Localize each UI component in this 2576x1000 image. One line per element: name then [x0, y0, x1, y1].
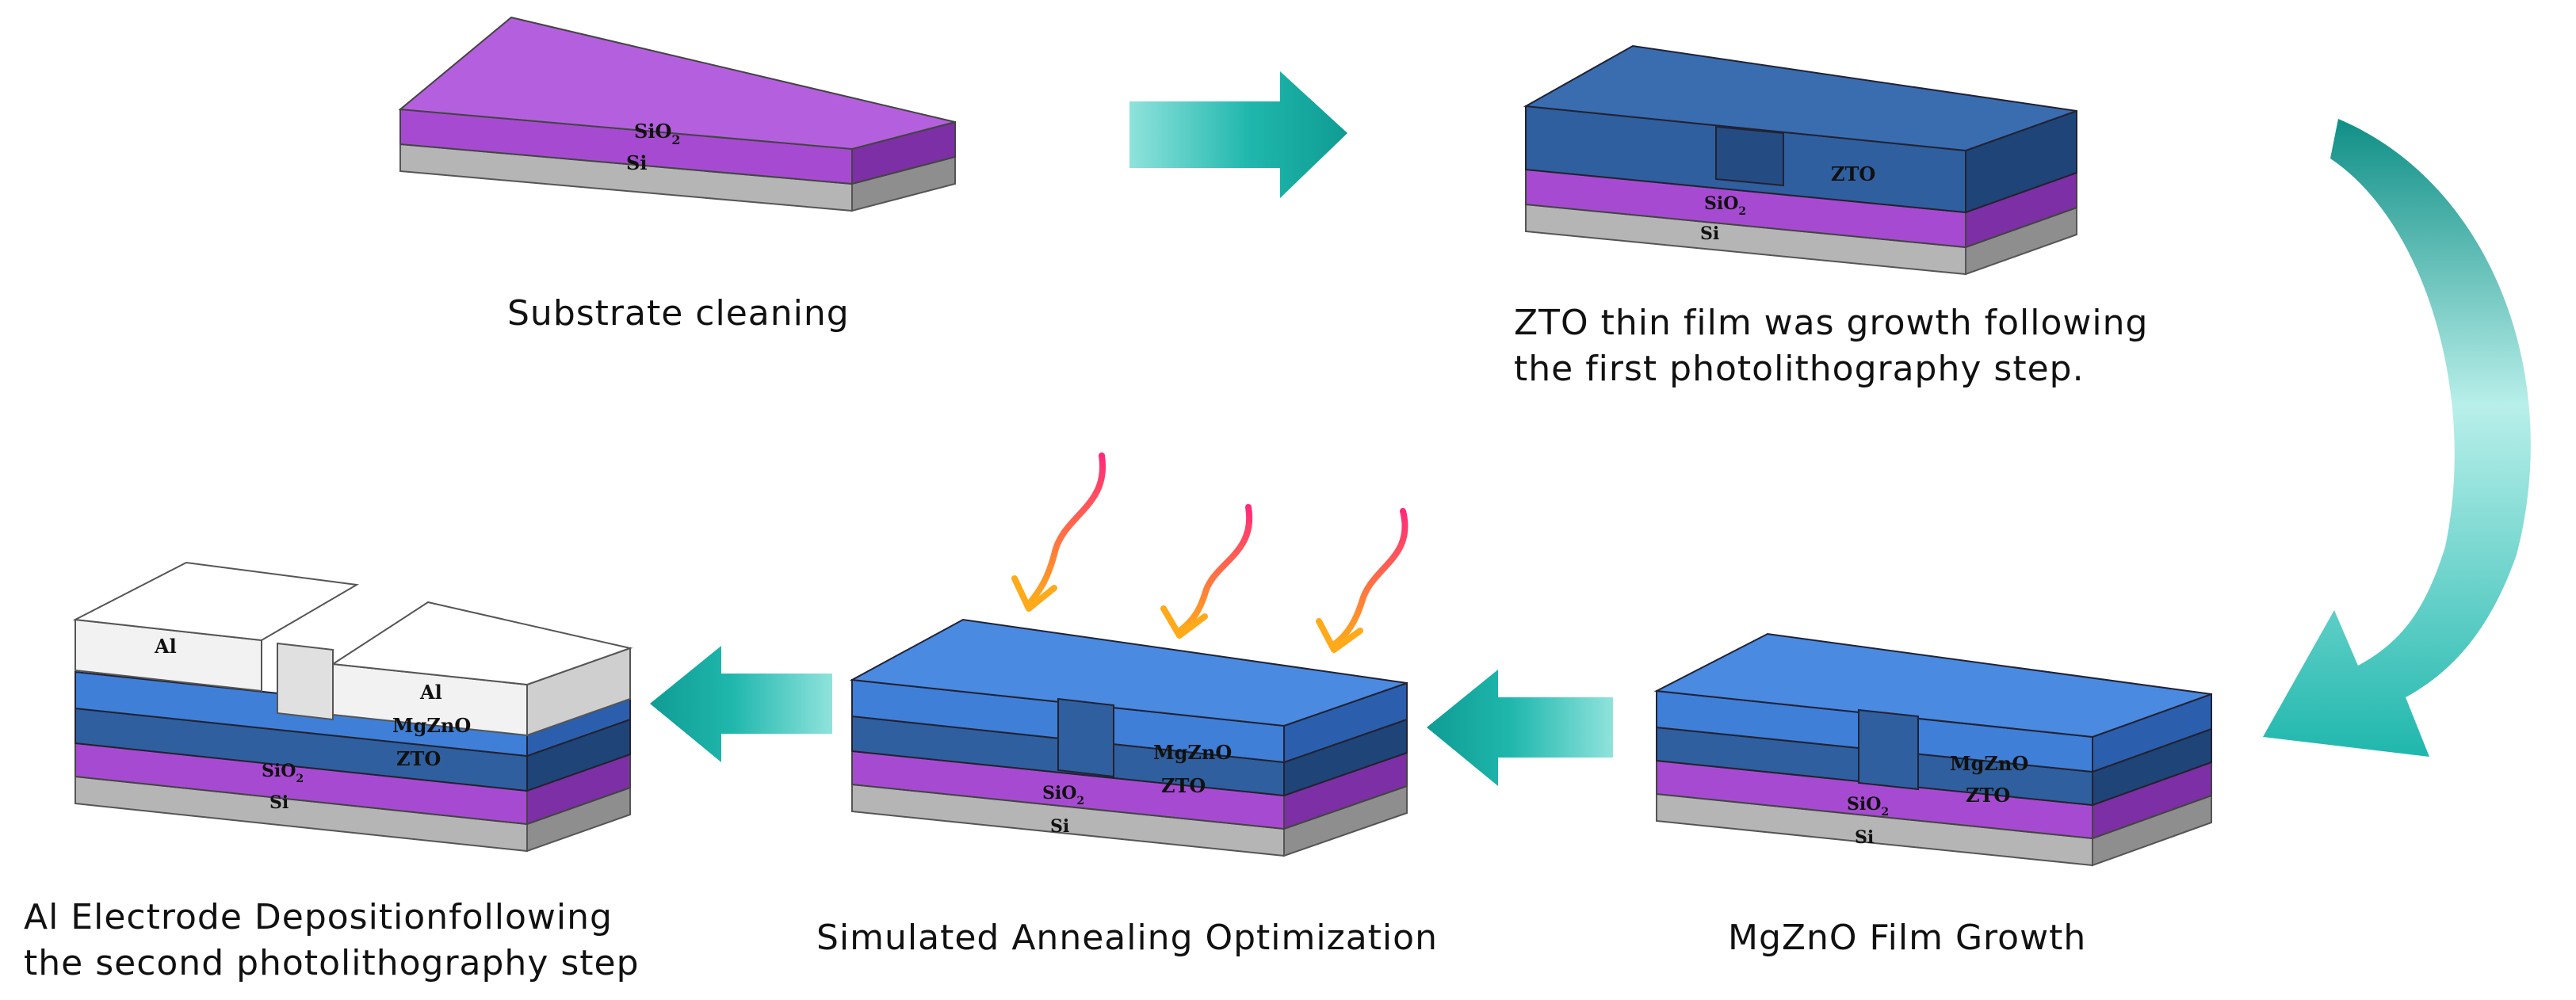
step5-si-label: Si — [269, 792, 289, 813]
step5-al-right-top — [331, 601, 633, 686]
step2-si-label: Si — [1700, 223, 1719, 244]
step5-al-left-label: Al — [154, 635, 177, 658]
step2-caption-line1: ZTO thin film was growth following — [1514, 303, 2148, 343]
arrow-step3-to-step4 — [1427, 670, 1613, 786]
step4-zto-label: ZTO — [1161, 774, 1206, 797]
step4-trench — [1057, 697, 1114, 778]
step1-sio2-top — [398, 16, 956, 151]
step2-trench — [1715, 125, 1784, 187]
step3-sio2-label: SiO2 — [1847, 794, 1889, 819]
step2-zto-top — [1523, 44, 2077, 152]
arrow-step2-to-step3 — [2263, 119, 2531, 757]
step5-zto-label: ZTO — [396, 747, 441, 770]
heat-arrow-2 — [1160, 504, 1253, 639]
step5-caption-line2: the second photolithography step — [24, 943, 640, 983]
step1-si-label: Si — [626, 151, 647, 174]
step3-mgzno-stack: MgZnO ZTO SiO2 Si — [1653, 632, 2212, 867]
step4-mgzno-top — [849, 618, 1408, 727]
step2-caption-line2: the first photolithography step. — [1514, 349, 2085, 389]
step3-si-label: Si — [1855, 827, 1874, 848]
step4-caption: Simulated Annealing Optimization — [816, 918, 1438, 958]
arrow-step4-to-step5 — [650, 646, 832, 762]
step1-substrate-stack: SiO2 Si — [398, 16, 956, 212]
step2-zto-label: ZTO — [1831, 162, 1875, 185]
step3-zto-label: ZTO — [1966, 784, 2010, 807]
step1-sio2-label: SiO2 — [634, 120, 681, 147]
step5-caption-line1: Al Electrode Depositionfollowing — [24, 897, 613, 937]
step4-si-label: Si — [1050, 816, 1069, 837]
step1-caption: Substrate cleaning — [507, 293, 850, 334]
step5-sio2-label: SiO2 — [262, 761, 304, 785]
step5-al-electrode-stack: Al Al MgZnO ZTO SiO2 Si — [72, 561, 633, 853]
step4-sio2-label: SiO2 — [1042, 783, 1084, 807]
step3-mgzno-top — [1653, 632, 2212, 739]
step2-sio2-label: SiO2 — [1704, 193, 1746, 218]
step5-al-left-top — [72, 561, 360, 642]
step2-zto-stack: ZTO SiO2 Si — [1523, 44, 2077, 276]
heat-arrow-3 — [1316, 508, 1408, 653]
step5-gap — [277, 642, 334, 721]
heat-arrow-1 — [1011, 452, 1106, 612]
step4-mgzno-label: MgZnO — [1153, 741, 1232, 764]
arrow-step1-to-step2 — [1129, 71, 1347, 198]
step4-annealing-stack: MgZnO ZTO SiO2 Si — [849, 618, 1408, 857]
step5-al-right-label: Al — [419, 681, 442, 704]
step3-caption: MgZnO Film Growth — [1728, 918, 2086, 958]
step3-mgzno-label: MgZnO — [1950, 752, 2028, 775]
step3-trench — [1858, 708, 1919, 791]
step5-mgzno-label: MgZnO — [392, 714, 471, 737]
